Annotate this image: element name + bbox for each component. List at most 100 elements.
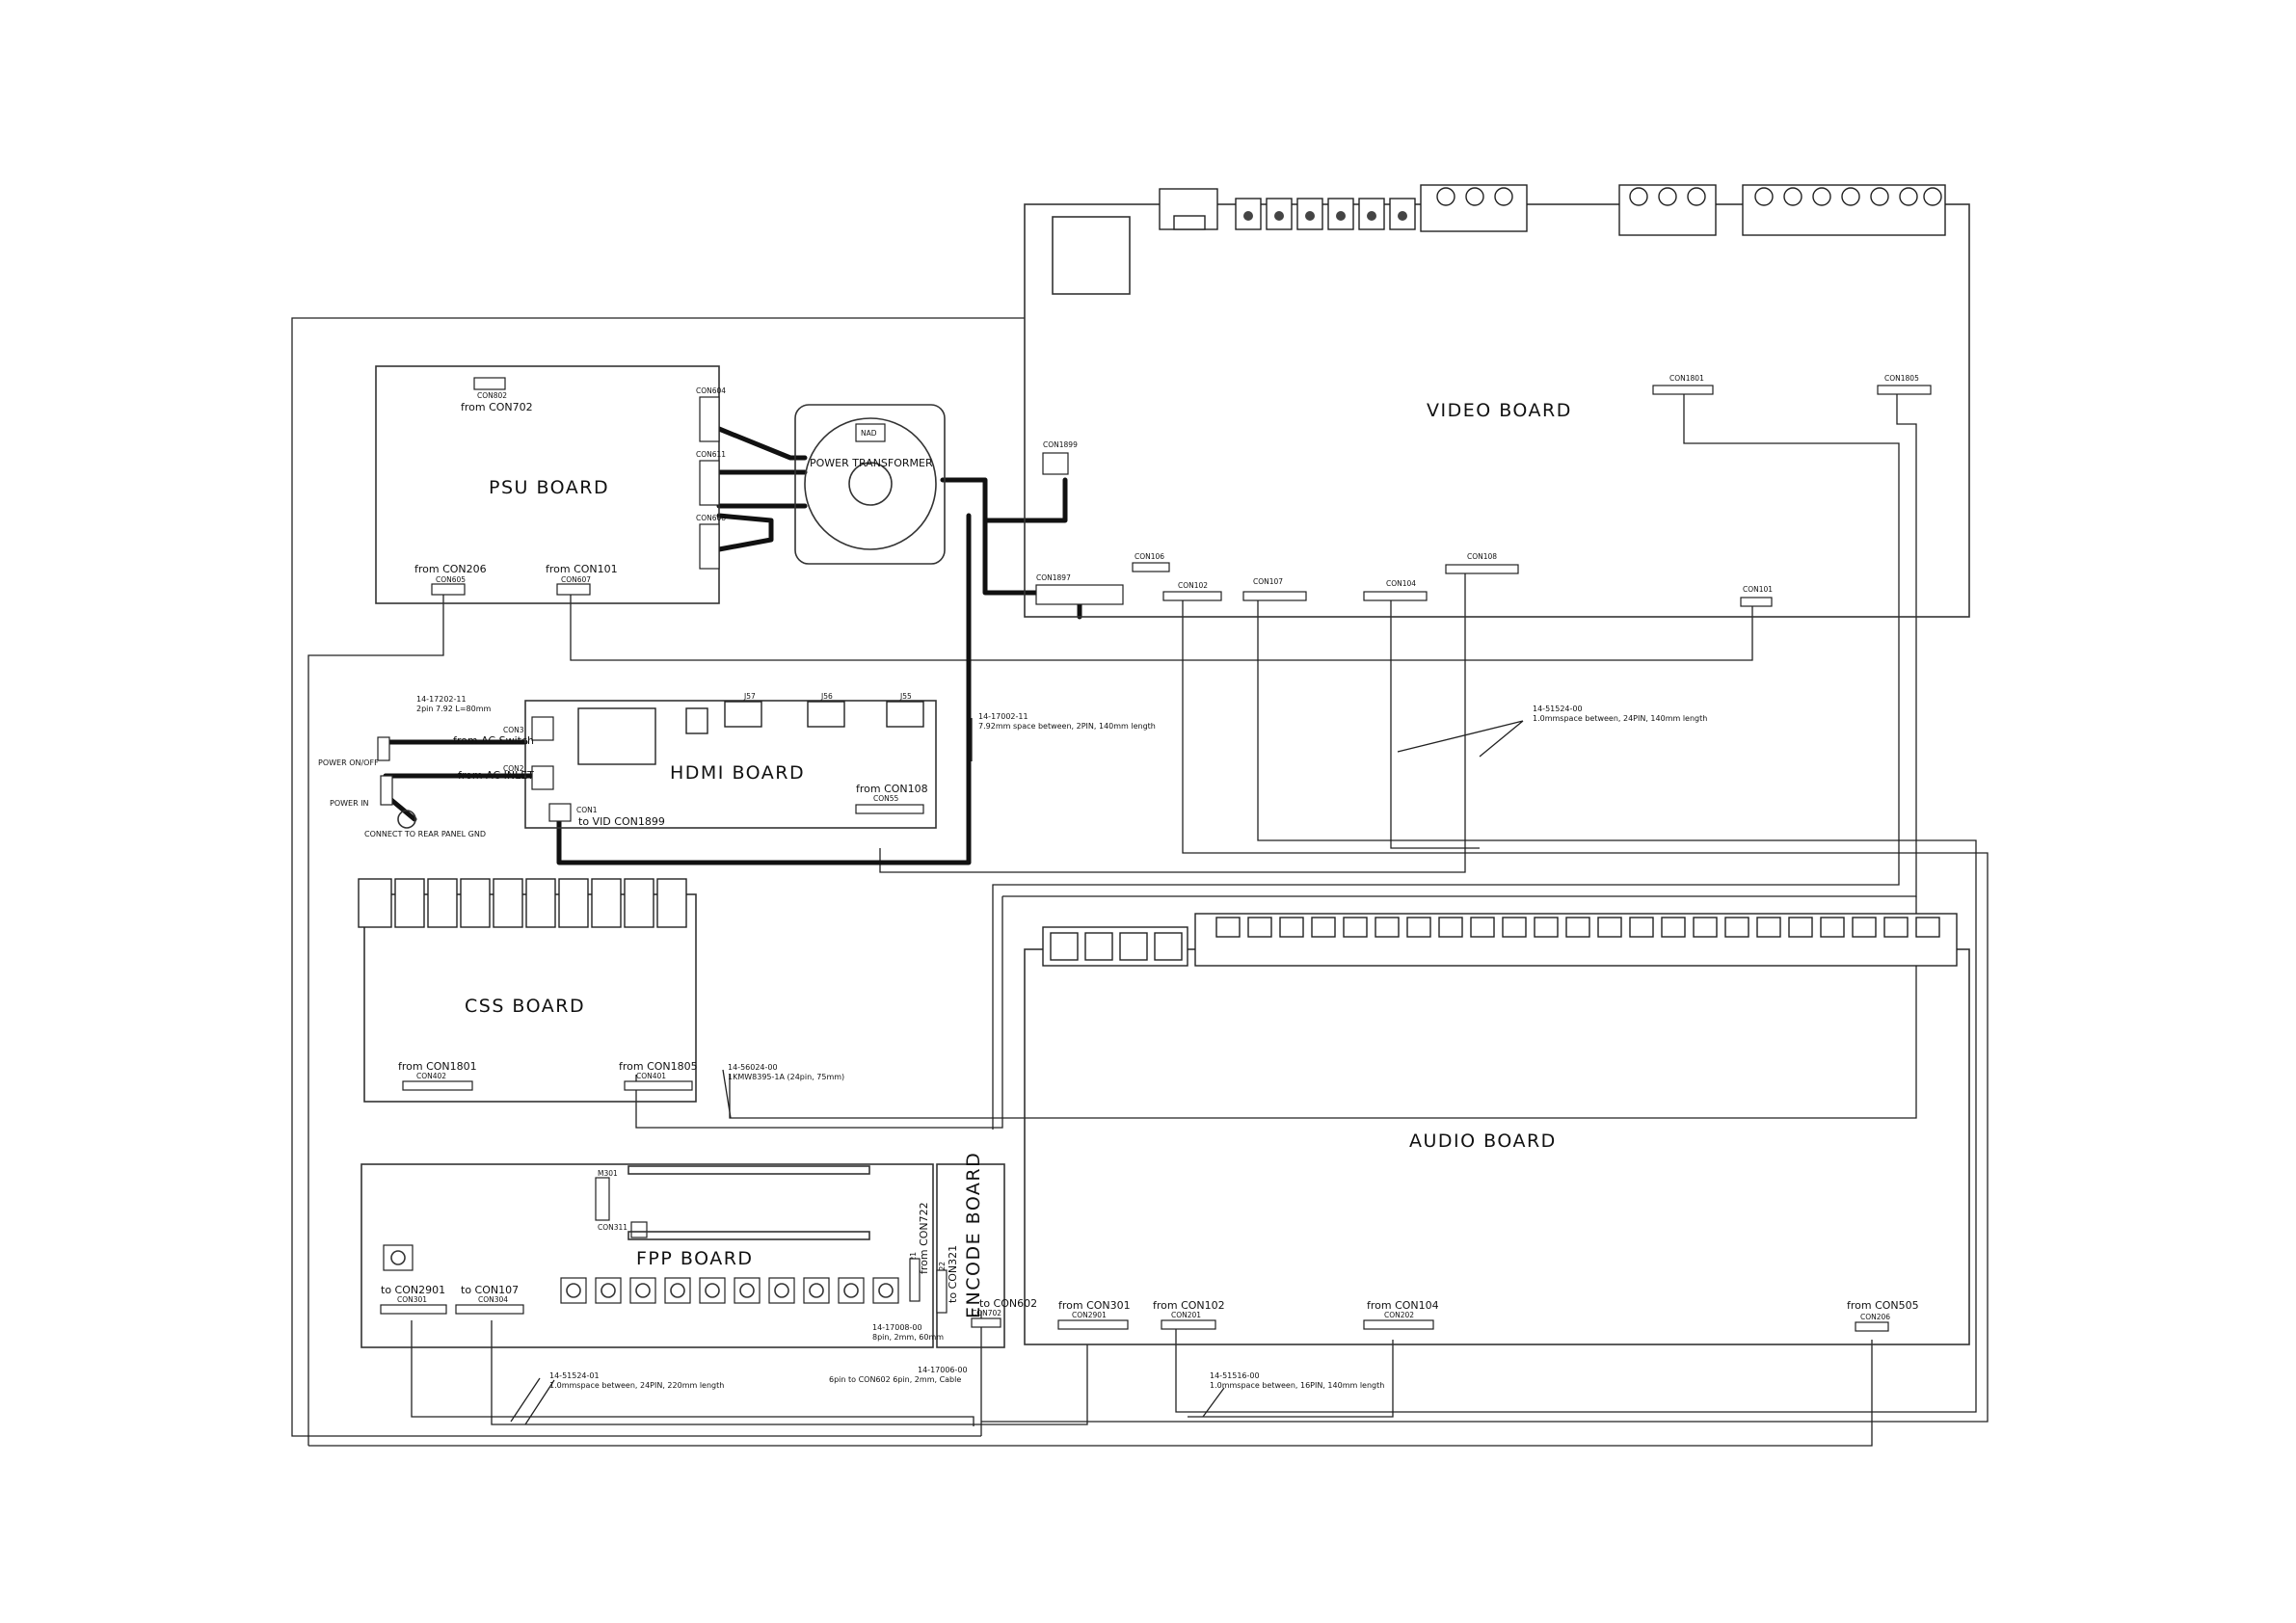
con1801-connector [1652, 385, 1714, 395]
fpp-button [664, 1277, 691, 1304]
psu-con611-label: CON611 [696, 450, 726, 459]
fpp-button-cap [809, 1283, 824, 1298]
hdmi-board: J57 J56 J55 HDMI BOARD CON3 CON2 CON1 fr… [453, 692, 937, 829]
audio-jack [1883, 917, 1909, 938]
fpp-button [629, 1277, 656, 1304]
css-from-con1801: from CON1801 [398, 1060, 477, 1073]
audio-board: AUDIO BOARD from CON301 CON2901 from CON… [1024, 913, 1970, 1345]
psu-con802 [473, 377, 506, 390]
audio-con202 [1363, 1319, 1434, 1330]
audio-from-con102: from CON102 [1153, 1299, 1225, 1312]
hdmi-con1-label: CON1 [576, 806, 598, 814]
audio-jack [1788, 917, 1813, 938]
con1897-label: CON1897 [1036, 573, 1071, 582]
encode-con702 [971, 1317, 1001, 1328]
audio-jack [1534, 917, 1559, 938]
audio-jack [1693, 917, 1718, 938]
psu-from-con101: from CON101 [546, 563, 618, 575]
psu-con611 [699, 460, 720, 506]
fpp-board-title: FPP BOARD [636, 1248, 754, 1269]
css-board: CSS BOARD from CON1801 CON402 from CON18… [358, 878, 698, 1103]
audio-jack [1470, 917, 1495, 938]
encode-board: ENCODE BOARD from CON722 to CON321 CON32… [909, 1152, 1037, 1348]
hdmi-power-cable-desc: 7.92mm space between, 2PIN, 140mm length [978, 722, 1156, 731]
hdmi-from-con108: from CON108 [856, 783, 928, 795]
psu-con607-label: CON607 [561, 575, 591, 584]
hdmi-con3 [531, 716, 554, 741]
audio-jack [1852, 917, 1877, 938]
hdmi-con2-label: CON2 [503, 764, 524, 773]
css-board-title: CSS BOARD [465, 996, 585, 1017]
audio-jack [1247, 917, 1272, 938]
fpp-button-cap [635, 1283, 651, 1298]
psu-board: PSU BOARD CON802 from CON702 from CON206… [375, 365, 726, 604]
con107-label: CON107 [1253, 577, 1283, 586]
nad-badge-text: NAD [861, 429, 877, 438]
hdmi-input-block [577, 707, 656, 765]
audio-from-con301: from CON301 [1058, 1299, 1131, 1312]
hdmi-j56-label: J56 [820, 692, 833, 701]
power-in-label: POWER IN [330, 799, 369, 808]
audio-jack [1154, 932, 1183, 961]
fpp-button [734, 1277, 761, 1304]
power-onoff-label: POWER ON/OFF [318, 758, 379, 767]
con1801-label: CON1801 [1669, 374, 1704, 383]
video-module [1052, 216, 1131, 295]
transformer-label: POWER TRANSFORMER [810, 457, 933, 469]
encode-con321 [909, 1258, 921, 1302]
audio-jack [1119, 932, 1148, 961]
con101-video-label: CON101 [1743, 585, 1773, 594]
video-rear-jacks [1235, 184, 1946, 236]
audio-jack [1597, 917, 1622, 938]
audio-con206-label: CON206 [1860, 1313, 1890, 1321]
hdmi-to-vid-con1899: to VID CON1899 [578, 815, 665, 828]
psu-board-title: PSU BOARD [489, 477, 609, 498]
con1805-label: CON1805 [1884, 374, 1919, 383]
con1897-connector [1035, 584, 1124, 605]
fpp-button [560, 1277, 587, 1304]
css-con401-label: CON401 [636, 1072, 666, 1080]
audio-cable-code: 14-51516-00 [1210, 1371, 1260, 1380]
psu-con802-label: CON802 [477, 391, 507, 400]
fpp-button-row [560, 1277, 899, 1304]
audio-jack [1756, 917, 1781, 938]
hdmi-from-ac-switch: from AC Switch [453, 734, 534, 747]
fpp-button-cap [670, 1283, 685, 1298]
hdmi-con2 [531, 765, 554, 790]
con106-label: CON106 [1135, 552, 1164, 561]
audio-con206 [1855, 1321, 1889, 1332]
psu-from-con206: from CON206 [414, 563, 487, 575]
fpp-con304 [455, 1304, 524, 1315]
hdmi-con1 [548, 803, 572, 822]
fpp-button [803, 1277, 830, 1304]
encode-board-title: ENCODE BOARD [963, 1152, 984, 1318]
fpp-con304-label: CON304 [478, 1295, 508, 1304]
fpp-button [699, 1277, 726, 1304]
power-cable-desc: 2pin 7.92 L=80mm [416, 705, 491, 713]
video-audio-cable-desc: 1.0mmspace between, 24PIN, 140mm length [1533, 714, 1707, 723]
fpp-button [872, 1277, 899, 1304]
nad-badge [855, 423, 886, 442]
audio-board-title: AUDIO BOARD [1409, 1131, 1557, 1152]
audio-jack [1215, 917, 1241, 938]
fpp-board: M301 CON311 FPP BOARD to CON2901 CON301 … [360, 1163, 934, 1348]
fpp-knob [383, 1244, 414, 1271]
con104-label: CON104 [1386, 579, 1416, 588]
fpp-con301-label: CON301 [397, 1295, 427, 1304]
con102-connector [1162, 591, 1222, 601]
power-cable-code: 14-17202-11 [416, 695, 467, 704]
con106-connector [1132, 562, 1170, 572]
fpp-m301 [595, 1177, 610, 1221]
css-jack-row [358, 878, 687, 928]
con102-label: CON102 [1178, 581, 1208, 590]
fpp-button-cap [705, 1283, 720, 1298]
cable-annotations: 14-17002-11 7.92mm space between, 2PIN, … [549, 705, 1707, 1390]
audio-con2901 [1057, 1319, 1129, 1330]
audio-con202-label: CON202 [1384, 1311, 1414, 1319]
psu-con608-label: CON608 [696, 514, 726, 522]
audio-from-con505: from CON505 [1847, 1299, 1919, 1312]
audio-jack [1724, 917, 1749, 938]
fpp-to-con2901: to CON2901 [381, 1284, 445, 1296]
psu-con607 [556, 583, 591, 596]
audio-jack [1661, 917, 1686, 938]
